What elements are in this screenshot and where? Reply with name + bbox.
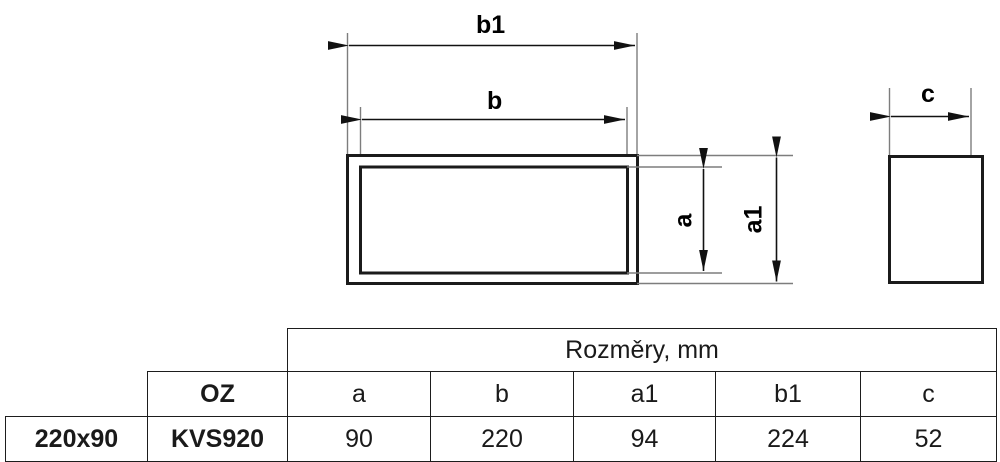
table-corner-blank-size xyxy=(6,329,148,372)
table-cell-c: 52 xyxy=(859,416,998,462)
table-row: 220x90 KVS920 90 220 94 224 52 xyxy=(5,416,998,462)
table-header-a: a xyxy=(287,371,431,417)
table-header-a1: a1 xyxy=(573,371,716,417)
table-group-header-dimensions: Rozměry, mm xyxy=(286,328,998,372)
dimension-label-a: a xyxy=(669,213,698,228)
table-cell-b: 220 xyxy=(430,416,574,462)
table-cell-oz: KVS920 xyxy=(147,416,288,462)
dimension-label-b: b xyxy=(487,87,503,115)
table-header-oz: OZ xyxy=(147,371,288,417)
table-header-b: b xyxy=(430,371,574,417)
side-view-rectangle xyxy=(888,155,984,284)
duct-inner-rectangle xyxy=(359,165,629,275)
table-cell-a1: 94 xyxy=(573,416,716,462)
table-header-size-blank xyxy=(6,372,148,417)
dimensions-table: Rozměry, mm OZ a b a1 b1 c 220x90 KVS920… xyxy=(5,328,998,462)
table-corner-blank-oz xyxy=(148,329,288,372)
table-header-row: OZ a b a1 b1 c xyxy=(6,371,998,417)
extension-lines-side xyxy=(888,88,972,158)
table-header-c: c xyxy=(859,371,998,417)
dimension-label-b1: b1 xyxy=(476,11,506,39)
extension-lines-right xyxy=(627,154,793,285)
dimension-label-c: c xyxy=(921,80,935,108)
table-group-header-row: Rozměry, mm xyxy=(6,328,998,372)
dimension-label-a1: a1 xyxy=(739,205,768,234)
table-cell-a: 90 xyxy=(287,416,431,462)
table-cell-b1: 224 xyxy=(715,416,861,462)
table-cell-size: 220x90 xyxy=(5,416,148,462)
table-header-b1: b1 xyxy=(715,371,861,417)
dimensions-table-wrapper: Rozměry, mm OZ a b a1 b1 c 220x90 KVS920… xyxy=(5,328,998,462)
